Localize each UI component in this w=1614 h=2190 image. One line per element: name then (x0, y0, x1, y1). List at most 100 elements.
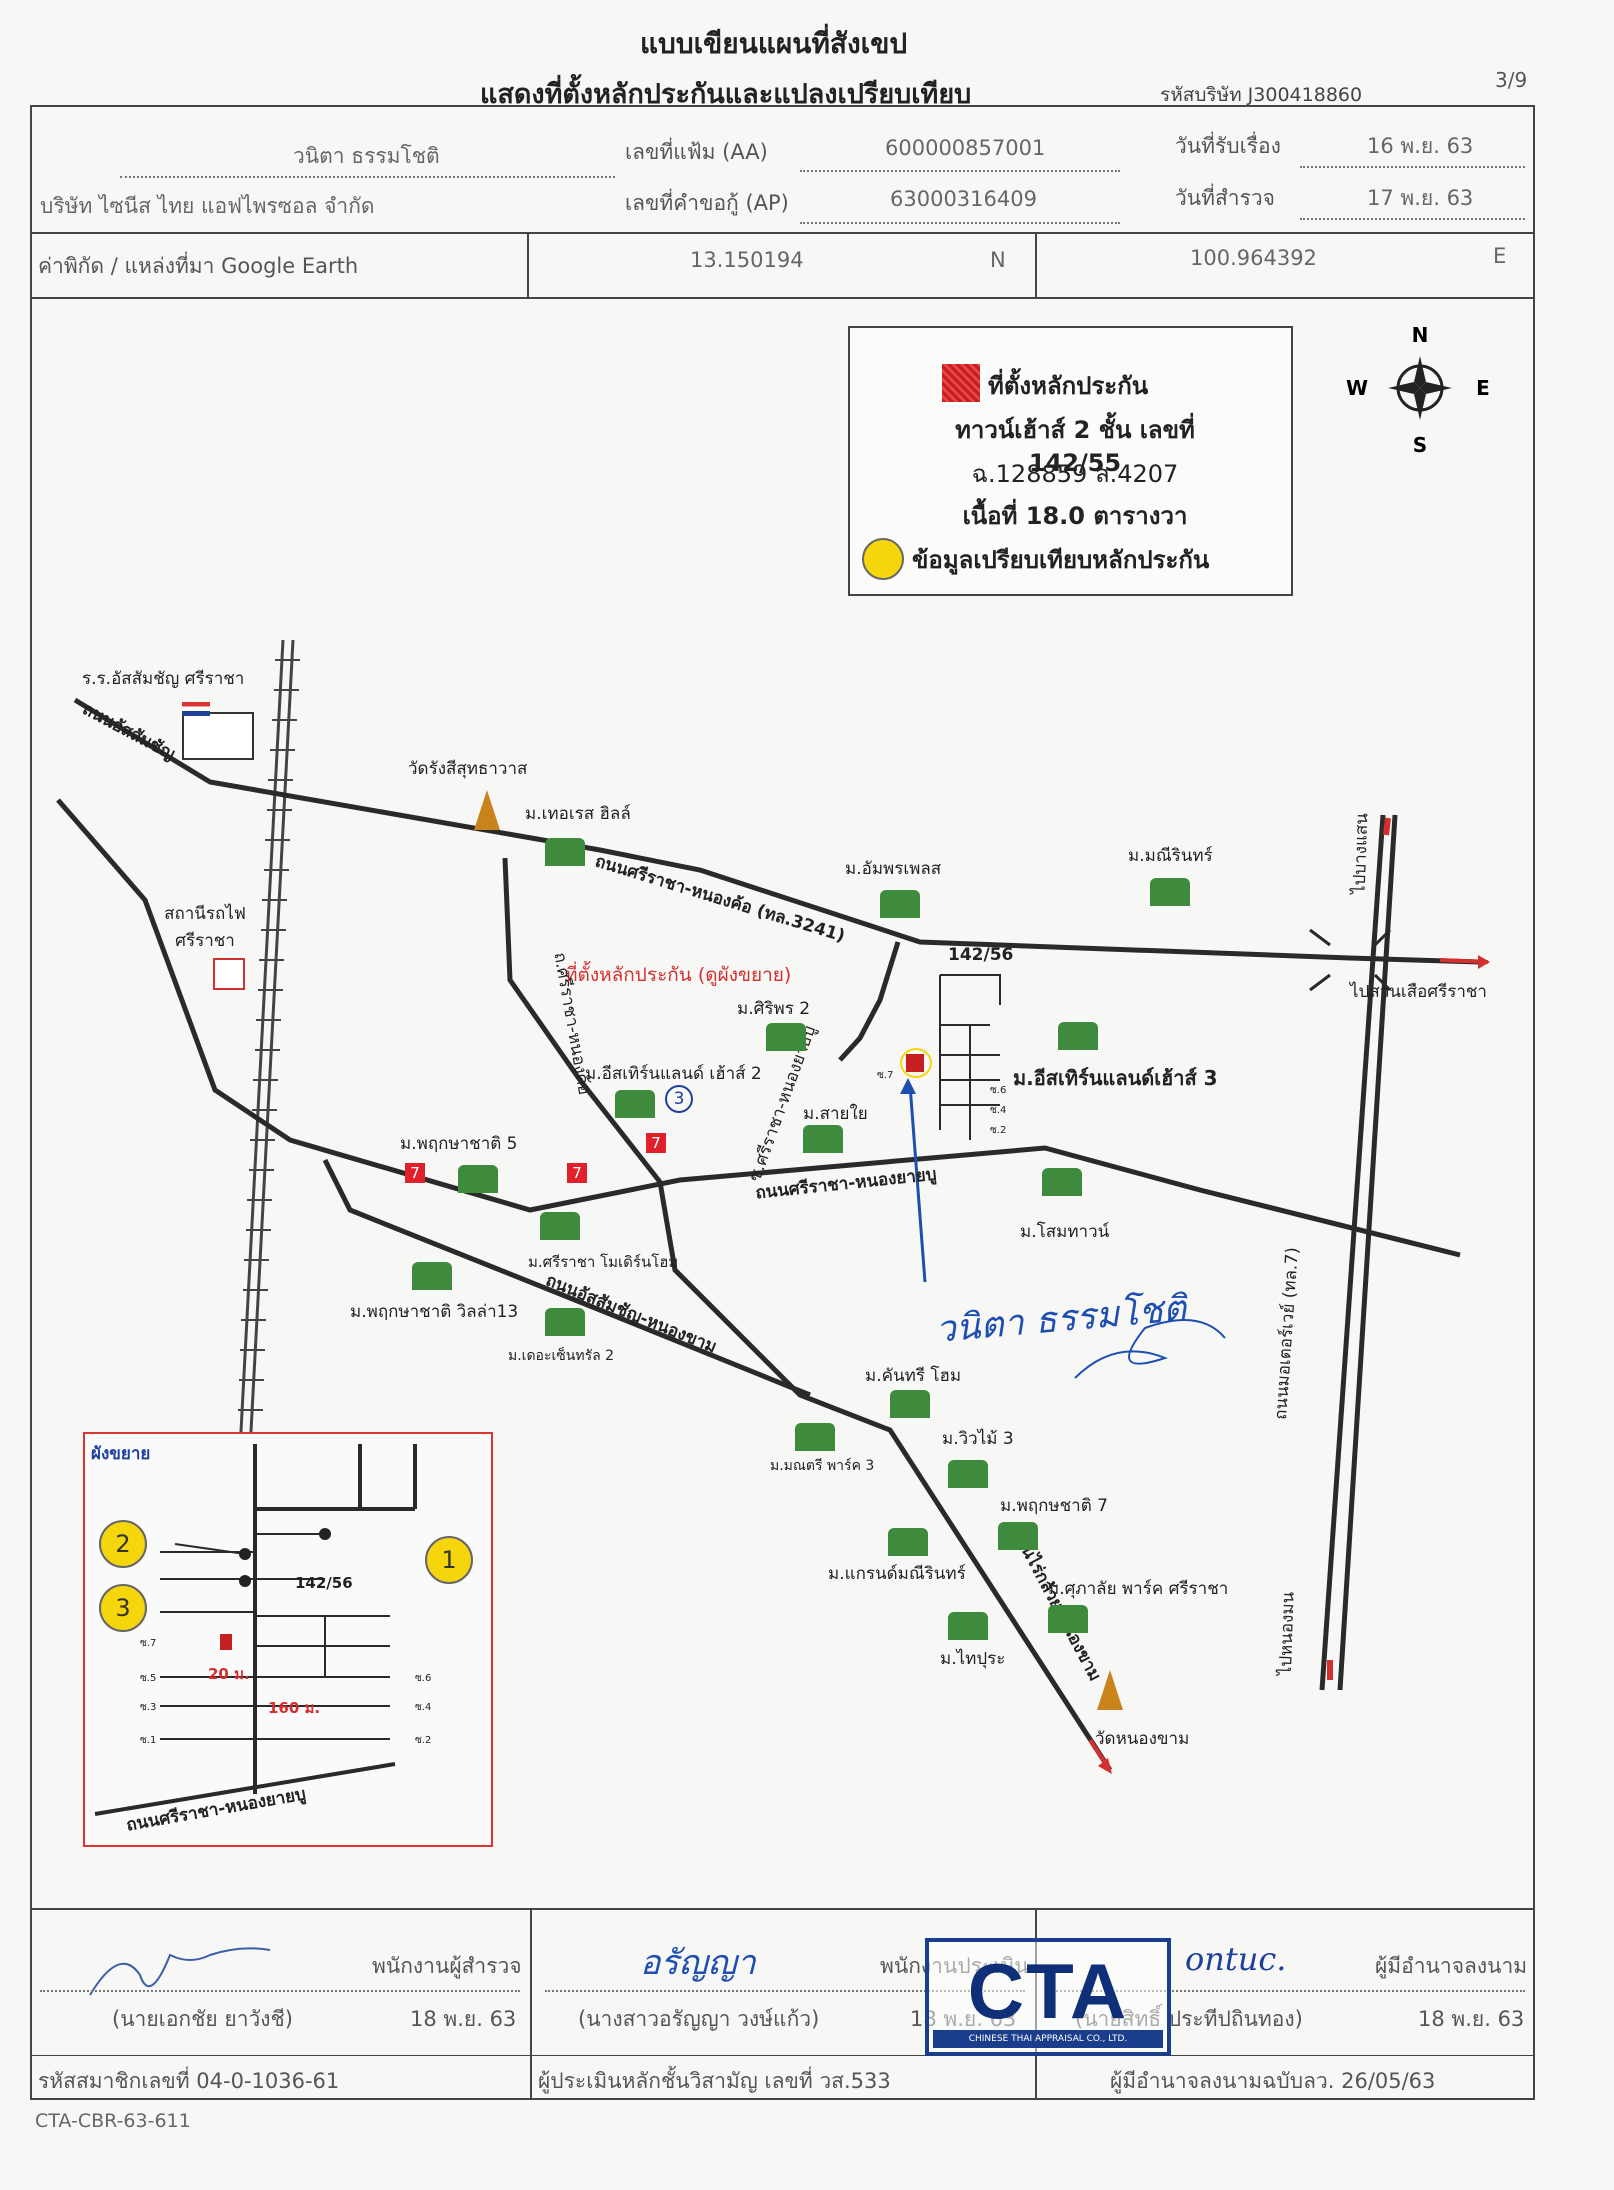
dotline (40, 1990, 520, 1992)
village-icon (1048, 1605, 1088, 1633)
longitude: 100.964392 (1190, 246, 1317, 270)
stamp-subtitle: CHINESE THAI APPRAISAL CO., LTD. (933, 2030, 1163, 2048)
comparison-marker-icon (862, 538, 904, 580)
village-icon (766, 1023, 806, 1051)
document-frame (30, 105, 1535, 2100)
village-terrace: ม.เทอเรส ฮิลล์ (525, 804, 631, 824)
inset-soi: ซ.4 (415, 1702, 432, 1713)
survey-date: 17 พ.ย. 63 (1367, 186, 1474, 210)
train-station: สถานีรถไฟ ศรีราชา (164, 904, 246, 951)
soi-label: ซ.7 (877, 1070, 894, 1081)
village-icon (1150, 878, 1190, 906)
coord-divider-2 (1035, 232, 1037, 298)
inset-soi: ซ.7 (140, 1638, 157, 1649)
map-legend: ที่ตั้งหลักประกัน ทาวน์เฮ้าส์ 2 ชั้น เลข… (848, 326, 1293, 596)
village-supalai: ม.ศุภาลัย พาร์ค ศรีราชา (1048, 1579, 1229, 1599)
compass-s: S (1413, 433, 1427, 457)
village-icon (1042, 1168, 1082, 1196)
thai-flag-icon (182, 702, 210, 716)
inset-title: ผังขยาย (91, 1444, 151, 1464)
inset-map: ผังขยาย (83, 1432, 493, 1847)
locator-line (908, 1084, 927, 1283)
site-label: ที่ตั้งหลักประกัน (ดูผังขยาย) (565, 964, 792, 986)
inset-soi: ซ.5 (140, 1673, 157, 1684)
dotline (120, 176, 615, 178)
surveyor-role: พนักงานผู้สำรวจ (372, 1954, 522, 1978)
village-eastern2: ม.อีสเทิร์นแลนด์ เฮ้าส์ 2 (585, 1064, 762, 1084)
file-number: 600000857001 (885, 136, 1046, 160)
inset-soi: ซ.1 (140, 1735, 157, 1746)
surveyor-name: (นายเอกชัย ยาวังชี) (112, 2007, 293, 2031)
village-pruksa-villa: ม.พฤกษาชาติ วิลล่า13 (350, 1302, 519, 1322)
soi-label: ซ.6 (990, 1085, 1007, 1096)
village-icon (540, 1212, 580, 1240)
receive-date: 16 พ.ย. 63 (1367, 134, 1474, 158)
authorized-signature: ontuc. (1185, 1940, 1287, 1978)
village-manee-park: ม.มณตรี พาร์ค 3 (770, 1458, 875, 1474)
village-icon (412, 1262, 452, 1290)
village-icon (1058, 1022, 1098, 1050)
temple-icon (1097, 1670, 1123, 1710)
route-arrow-head-1 (1478, 955, 1490, 969)
village-icon (890, 1390, 930, 1418)
village-pruksa7: ม.พฤกษชาติ 7 (1000, 1496, 1108, 1516)
signature-col-divider-1 (530, 1908, 532, 2098)
to-bangsaen: ไปบางแสน (1349, 812, 1373, 895)
inset-soi: ซ.2 (415, 1735, 432, 1746)
village-icon (545, 838, 585, 866)
signature-divider (30, 1908, 1535, 1910)
route-arrow-head-2 (1098, 1758, 1112, 1774)
village-icon (888, 1528, 928, 1556)
locator-arrow-head (900, 1078, 916, 1094)
document-code: CTA-CBR-63-611 (35, 2110, 191, 2132)
dotline (800, 170, 1120, 172)
authorized-date: 18 พ.ย. 63 (1418, 2007, 1525, 2031)
village-grand: ม.แกรนด์มณีรินทร์ (828, 1564, 966, 1584)
request-label: เลขที่คำขอกู้ (AP) (625, 191, 789, 215)
surveyor-member: รหัสสมาชิกเลขที่ 04-0-1036-61 (38, 2069, 340, 2093)
map-top-divider (30, 297, 1535, 299)
surveyor-signature-icon (89, 1947, 271, 1996)
authorized-note: ผู้มีอำนาจลงนามฉบับลว. 26/05/63 (1110, 2069, 1436, 2093)
temple-nongkham: วัดหนองขาม (1095, 1729, 1190, 1749)
legend-line4: เนื้อที่ 18.0 ตารางวา (962, 502, 1188, 530)
legend-line5: ข้อมูลเปรียบเทียบหลักประกัน (912, 546, 1210, 574)
motorway-end-1 (1383, 817, 1391, 836)
village-icon (998, 1522, 1038, 1550)
inset-distance-20: 20 ม. (208, 1665, 250, 1683)
village-somtown: ม.โสมทาวน์ (1020, 1222, 1110, 1242)
village-kanthree: ม.คันทรี โฮม (865, 1366, 962, 1386)
temple-rangsi: วัดรังสีสุทธาวาส (408, 759, 528, 779)
coord-label: ค่าพิกัด / แหล่งที่มา Google Earth (38, 254, 359, 278)
inset-comparison-2: 2 (99, 1520, 147, 1568)
evaluator-name: (นางสาวอรัญญา วงษ์แก้ว) (578, 2007, 820, 2031)
village-icon (615, 1090, 655, 1118)
legend-line2: ทาวน์เฮ้าส์ 2 ชั้น เลขที่ 142/55 (955, 416, 1195, 477)
request-number: 63000316409 (890, 187, 1037, 211)
dotline (1300, 166, 1525, 168)
collateral-marker-icon (942, 364, 980, 402)
school-icon (182, 712, 254, 760)
village-icon (948, 1612, 988, 1640)
compass-n: N (1412, 323, 1429, 347)
legend-line3: ฉ.128859 ล.4207 (971, 460, 1179, 488)
inset-soi: ซ.6 (415, 1673, 432, 1684)
inset-comparison-3: 3 (99, 1584, 147, 1632)
village-icon (803, 1125, 843, 1153)
compass-rose-icon: N S W E (1346, 323, 1490, 457)
latitude: 13.150194 (690, 248, 804, 272)
seven-eleven-icon: 7 (405, 1163, 425, 1183)
village-icon (545, 1308, 585, 1336)
inset-streets (94, 1444, 417, 1816)
evaluator-license: ผู้ประเมินหลักชั้นวิสามัญ เลขที่ วส.533 (538, 2069, 891, 2093)
receive-label: วันที่รับเรื่อง (1175, 134, 1281, 158)
village-icon (880, 890, 920, 918)
inset-distance-160: 160 ม. (268, 1699, 321, 1717)
longitude-dir: E (1493, 244, 1507, 268)
village-maneerin: ม.มณีรินทร์ (1128, 846, 1213, 866)
inset-comparison-1: 1 (425, 1536, 473, 1584)
dotline (1045, 1990, 1525, 1992)
village-icon (795, 1423, 835, 1451)
village-ampornplace: ม.อัมพรเพลส (845, 859, 942, 879)
